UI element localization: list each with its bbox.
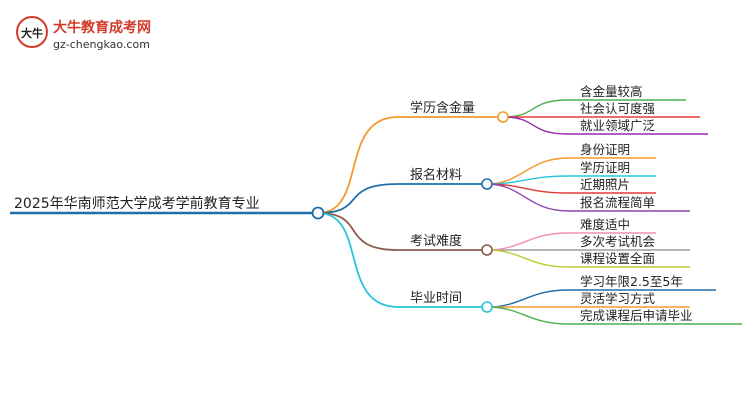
branch-collapse-toggle[interactable] — [481, 178, 493, 190]
leaf-node-label[interactable]: 社会认可度强 — [580, 101, 656, 116]
leaf-node-label[interactable]: 报名流程简单 — [580, 195, 655, 210]
branch-connector — [317, 183, 399, 214]
mindmap-edges — [10, 99, 742, 325]
branch-collapse-toggle[interactable] — [497, 111, 509, 123]
leaf-connector — [486, 249, 569, 268]
leaf-node-label[interactable]: 学历证明 — [580, 160, 630, 175]
branch-node-label[interactable]: 报名材料 — [410, 167, 462, 183]
logo-mark-text: 大牛 — [21, 26, 43, 40]
leaf-connector — [486, 289, 569, 308]
leaf-node-label[interactable]: 学习年限2.5至5年 — [580, 274, 683, 289]
leaf-node-label[interactable]: 灵活学习方式 — [580, 291, 656, 306]
leaf-node-label[interactable]: 就业领域广泛 — [580, 118, 656, 133]
leaf-node-label[interactable]: 含金量较高 — [580, 84, 643, 99]
leaf-node-label[interactable]: 课程设置全面 — [580, 251, 655, 266]
branch-connector — [317, 212, 399, 251]
root-node-label[interactable]: 2025年华南师范大学成考学前教育专业 — [14, 195, 260, 212]
leaf-connector — [502, 116, 569, 135]
leaf-node-label[interactable]: 完成课程后申请毕业 — [580, 308, 693, 323]
logo-site-url: gz-chengkao.com — [53, 38, 150, 51]
leaf-node-label[interactable]: 身份证明 — [580, 142, 630, 157]
root-collapse-toggle[interactable] — [311, 206, 325, 220]
branch-collapse-toggle[interactable] — [481, 301, 493, 313]
leaf-node-label[interactable]: 难度适中 — [580, 217, 630, 232]
branch-node-label[interactable]: 考试难度 — [410, 233, 462, 249]
logo-mark-icon — [16, 16, 48, 48]
branch-connector — [317, 116, 399, 214]
leaf-connector — [486, 183, 569, 212]
leaf-connector — [486, 306, 569, 325]
leaf-connector — [486, 232, 569, 251]
branch-node-label[interactable]: 毕业时间 — [410, 291, 462, 306]
branch-node-label[interactable]: 学历含金量 — [410, 100, 475, 116]
logo-site-name: 大牛教育成考网 — [53, 19, 151, 36]
branch-collapse-toggle[interactable] — [481, 244, 493, 256]
mindmap-nodes: 2025年华南师范大学成考学前教育专业 学历含金量 含金量较高社会认可度强就业领域广… — [14, 84, 693, 323]
leaf-node-label[interactable]: 近期照片 — [580, 177, 630, 192]
branch-connector — [317, 212, 399, 308]
leaf-connector — [502, 99, 569, 118]
leaf-node-label[interactable]: 多次考试机会 — [580, 234, 656, 249]
site-logo[interactable]: 大牛 大牛教育成考网 gz-chengkao.com — [16, 16, 151, 51]
